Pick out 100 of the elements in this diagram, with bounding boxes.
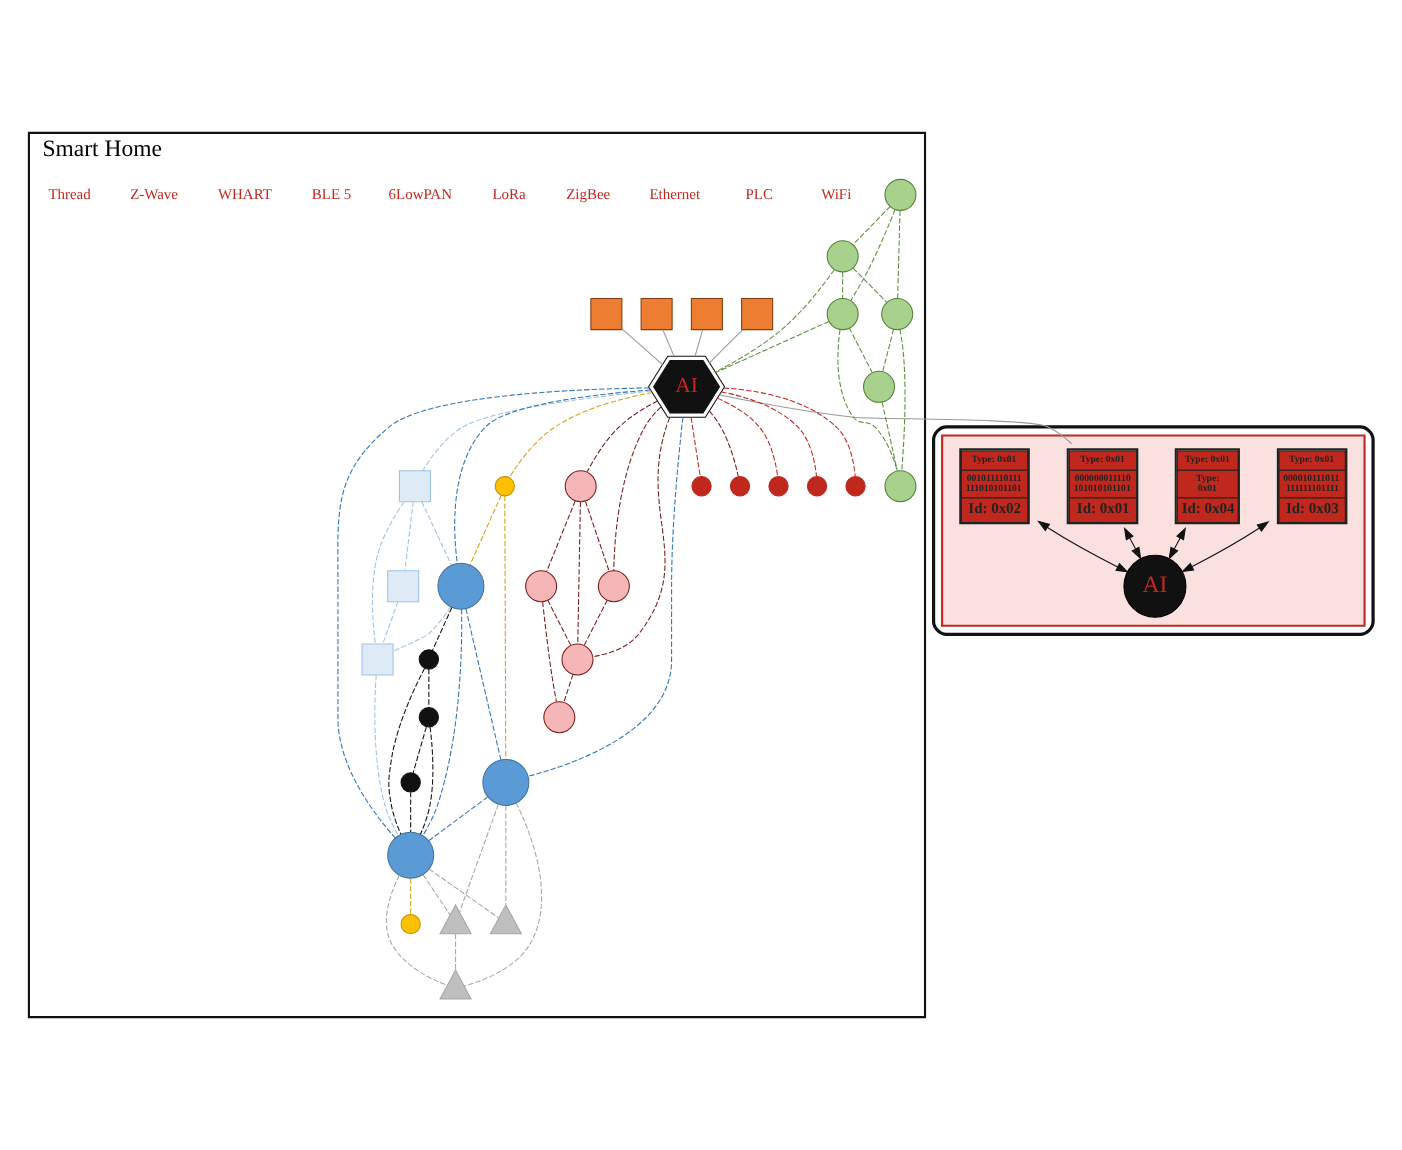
label: WiFi [821,184,852,203]
node-box [398,470,431,503]
connector [899,329,906,471]
connector [583,599,608,646]
arrow [1168,527,1187,560]
connector [850,209,896,302]
node-circle [561,643,594,676]
connector [577,501,581,645]
connector [388,667,426,835]
connector [586,400,658,473]
connector [431,606,453,651]
arrow [1037,520,1129,573]
label: PLC [745,184,773,203]
connector [410,877,412,915]
node-circle [826,298,859,331]
node-box [690,298,723,331]
node-circle [525,570,558,603]
node-box [590,298,623,331]
connector [584,500,610,572]
connector [546,500,576,573]
connector [720,391,818,477]
node-circle [884,178,917,211]
label: ZigBee [566,184,611,203]
node-triangle [489,903,523,935]
node-circle [729,476,751,497]
node-circle [418,707,439,728]
arrow [1181,521,1270,573]
label: WHART [217,184,272,203]
connector [694,329,704,357]
connector [613,406,662,572]
node-circle [826,240,859,273]
connector [852,206,891,245]
node-circle [884,470,917,503]
label: Ethernet [649,184,701,203]
node-circle [437,562,485,610]
connector [504,495,507,760]
node-circle [863,370,896,403]
connector [464,802,543,987]
node-box [387,570,420,603]
connector [723,387,856,477]
label: LoRa [492,184,526,203]
node-circle [543,701,576,734]
connector [382,601,399,645]
connector [385,874,448,986]
connector [465,608,502,761]
connector [422,608,463,836]
node-circle [597,570,630,603]
node-circle [494,476,515,497]
connector [715,320,830,374]
connector [547,599,572,646]
connector [621,328,664,366]
connector [374,674,399,836]
connector [469,494,502,566]
connector [505,805,507,906]
connector [717,397,779,477]
connector [662,329,675,357]
connector [715,269,835,373]
label: BLE 5 [311,184,352,203]
node-box [741,298,774,331]
connector [371,501,405,645]
connector [882,328,895,372]
node-circle [881,298,914,331]
connector [392,606,451,652]
label: Thread [48,184,91,203]
connector [848,327,873,373]
connector [709,410,739,477]
connector [690,417,701,478]
node-circle [400,772,421,793]
connector [419,726,434,835]
connector [459,803,499,913]
connector [719,394,1073,445]
connector [421,501,452,566]
connector [337,387,650,839]
connector [422,874,451,916]
connector [404,501,414,572]
node-box [361,643,394,676]
node-circle: AI [1123,554,1187,618]
connector [428,668,430,708]
connector [422,390,652,472]
node-circle [418,649,439,670]
connector [428,796,489,842]
node-circle [400,913,421,935]
connector [592,417,671,658]
node-triangle [439,969,472,1000]
connector [881,401,898,472]
connector [708,329,744,364]
label: Z-Wave [130,184,178,203]
arrow [1123,527,1142,560]
connector [542,601,557,703]
connector [563,674,574,703]
node-triangle [439,903,472,935]
connector [428,868,500,919]
connector [837,329,898,472]
connector [527,417,684,777]
connector [852,267,888,303]
node-box [640,298,673,331]
connector [842,271,844,299]
node-circle [806,476,828,497]
connector [454,389,651,564]
node-circle [768,476,789,497]
